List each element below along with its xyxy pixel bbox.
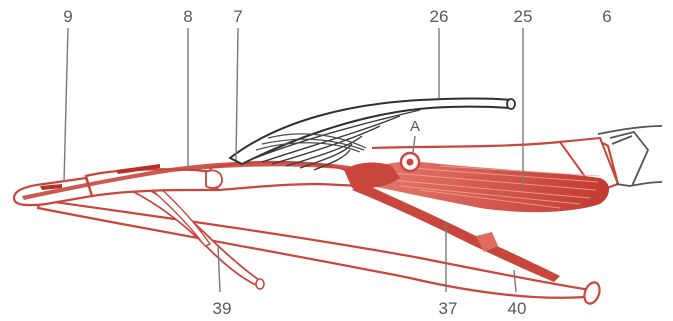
label-a: A — [410, 118, 420, 135]
label-9: 9 — [63, 7, 72, 26]
leader-a — [413, 136, 415, 152]
long-tendon-40 — [38, 200, 596, 298]
ligament-26-upper — [230, 99, 512, 165]
label-39: 39 — [213, 299, 232, 318]
label-7: 7 — [233, 7, 242, 26]
bone-joint-small — [206, 170, 222, 188]
label-8: 8 — [183, 7, 192, 26]
label-37: 37 — [439, 299, 458, 318]
pivot-point-a-center — [407, 159, 414, 166]
label-25: 25 — [514, 7, 533, 26]
label-26: 26 — [430, 7, 449, 26]
tendon-39-end — [256, 279, 264, 289]
label-40: 40 — [508, 299, 527, 318]
ligament-26-end — [507, 99, 515, 109]
tendon-40-end — [582, 280, 603, 305]
leader-9 — [64, 28, 68, 182]
leader-7 — [236, 28, 238, 160]
label-6: 6 — [602, 7, 611, 26]
